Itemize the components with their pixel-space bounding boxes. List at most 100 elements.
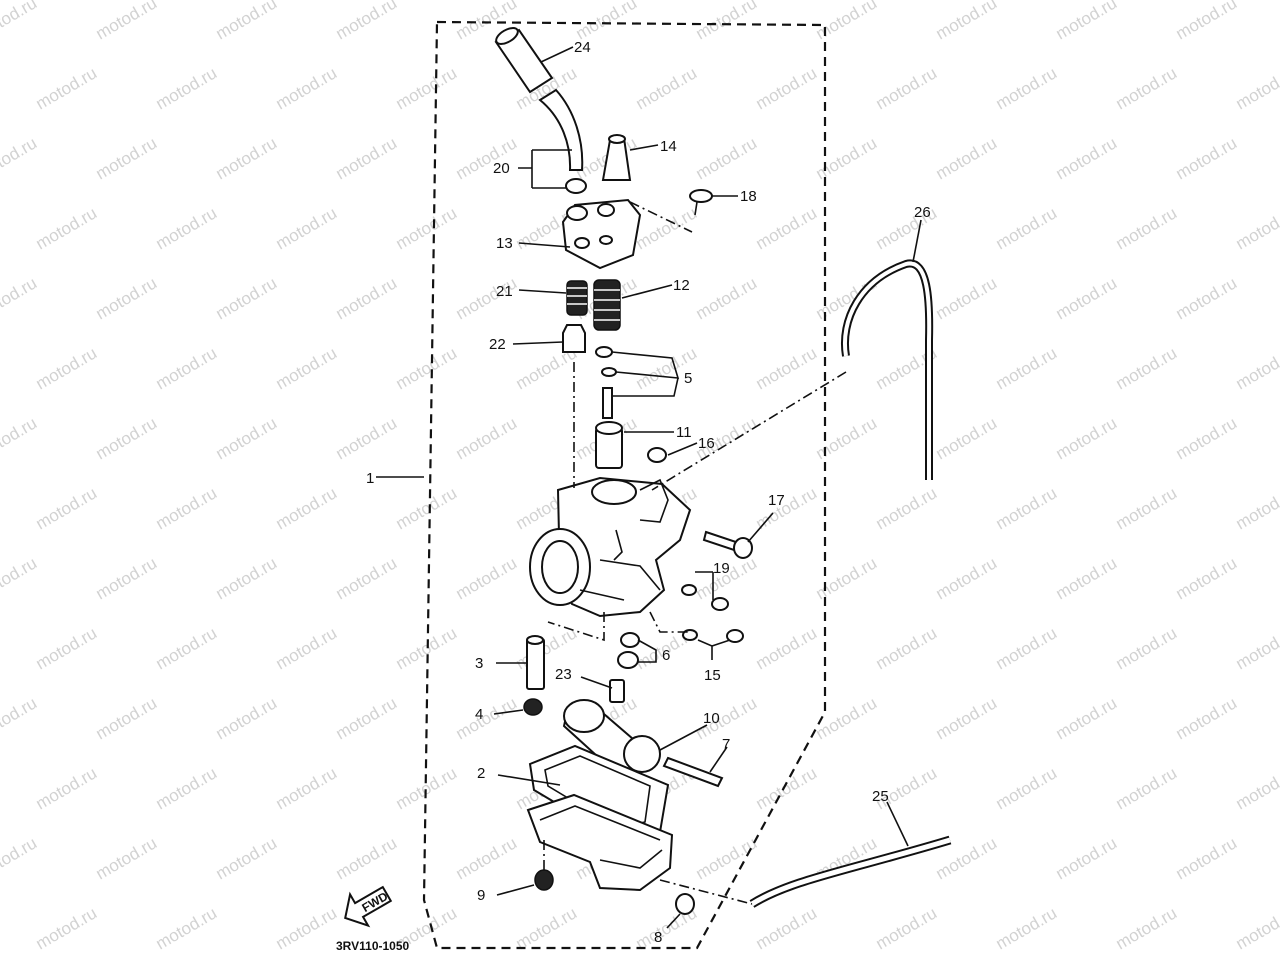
watermark-text: motod.ru xyxy=(213,413,281,463)
watermark-text: motod.ru xyxy=(573,0,641,43)
watermark-text: motod.ru xyxy=(93,833,161,883)
watermark-text: motod.ru xyxy=(993,203,1061,253)
part-12-throttle-spring xyxy=(593,279,621,331)
callout-19: 19 xyxy=(713,560,730,577)
watermark-text: motod.ru xyxy=(933,413,1001,463)
watermark-text: motod.ru xyxy=(993,623,1061,673)
watermark-text: motod.ru xyxy=(453,413,521,463)
watermark-text: motod.ru xyxy=(993,483,1061,533)
watermark-text: motod.ru xyxy=(153,903,221,953)
watermark-text: motod.ru xyxy=(453,833,521,883)
watermark-text: motod.ru xyxy=(93,0,161,43)
watermark-text: motod.ru xyxy=(1233,483,1281,533)
watermark-text: motod.ru xyxy=(273,63,341,113)
watermark-text: motod.ru xyxy=(393,483,461,533)
callout-22: 22 xyxy=(489,336,506,353)
watermark-text: motod.ru xyxy=(153,483,221,533)
watermark-text: motod.ru xyxy=(213,833,281,883)
watermark-text: motod.ru xyxy=(333,833,401,883)
callout-16: 16 xyxy=(698,435,715,452)
watermark-text: motod.ru xyxy=(0,273,40,323)
watermark-text: motod.ru xyxy=(333,693,401,743)
callout-6: 6 xyxy=(662,647,670,664)
callout-18: 18 xyxy=(740,188,757,205)
watermark-text: motod.ru xyxy=(933,273,1001,323)
watermark-text: motod.ru xyxy=(933,0,1001,43)
watermark-text: motod.ru xyxy=(273,623,341,673)
watermark-text: motod.ru xyxy=(1053,693,1121,743)
watermark-text: motod.ru xyxy=(1173,693,1241,743)
watermark-text: motod.ru xyxy=(1173,833,1241,883)
watermark-text: motod.ru xyxy=(873,623,941,673)
part-6-jets xyxy=(617,632,640,669)
watermark-text: motod.ru xyxy=(33,63,101,113)
part-1-carburetor-body xyxy=(529,476,692,618)
diagram-code: 3RV110-1050 xyxy=(336,939,410,953)
callout-4: 4 xyxy=(475,706,483,723)
watermark-text: motod.ru xyxy=(0,693,40,743)
watermark-text: motod.ru xyxy=(273,763,341,813)
callout-14: 14 xyxy=(660,138,677,155)
assembly-boundary xyxy=(422,20,827,950)
watermark-text: motod.ru xyxy=(453,693,521,743)
watermark-text: motod.ru xyxy=(273,483,341,533)
front-arrow: FWD xyxy=(344,885,393,928)
callout-5: 5 xyxy=(684,370,692,387)
part-21-small-spring xyxy=(566,280,588,316)
watermark-text: motod.ru xyxy=(813,553,881,603)
watermark-text: motod.ru xyxy=(1173,0,1241,43)
watermark-text: motod.ru xyxy=(273,343,341,393)
watermark-text: motod.ru xyxy=(333,553,401,603)
watermark-text: motod.ru xyxy=(1053,273,1121,323)
watermark-text: motod.ru xyxy=(633,63,701,113)
watermark-text: motod.ru xyxy=(1173,273,1241,323)
part-3-needle-jet xyxy=(526,635,545,690)
callout-2: 2 xyxy=(477,765,485,782)
watermark-text: motod.ru xyxy=(813,133,881,183)
watermark-text: motod.ru xyxy=(1113,623,1181,673)
watermark-text: motod.ru xyxy=(0,0,40,43)
watermark-text: motod.ru xyxy=(153,343,221,393)
watermark-text: motod.ru xyxy=(993,343,1061,393)
watermark-text: motod.ru xyxy=(933,133,1001,183)
watermark-text: motod.ru xyxy=(1233,203,1281,253)
watermark-text: motod.ru xyxy=(753,763,821,813)
watermark-text: motod.ru xyxy=(1233,903,1281,953)
callout-9: 9 xyxy=(477,887,485,904)
watermark-text: motod.ru xyxy=(273,203,341,253)
watermark-text: motod.ru xyxy=(1173,413,1241,463)
watermark-text: motod.ru xyxy=(1113,63,1181,113)
watermark-text: motod.ru xyxy=(753,903,821,953)
part-2-gasket-inner xyxy=(544,755,651,829)
callout-13: 13 xyxy=(496,235,513,252)
watermark-text: motod.ru xyxy=(993,763,1061,813)
watermark-text: motod.ru xyxy=(93,553,161,603)
watermark-text: motod.ru xyxy=(453,133,521,183)
watermark-text: motod.ru xyxy=(93,413,161,463)
watermark-text: motod.ru xyxy=(753,623,821,673)
part-17-screw xyxy=(702,530,753,559)
watermark-text: motod.ru xyxy=(213,553,281,603)
part-11-throttle-valve xyxy=(595,421,623,469)
watermark-text: motod.ru xyxy=(273,903,341,953)
part-9-drain-screw xyxy=(534,869,554,891)
watermark-text: motod.ru xyxy=(1233,763,1281,813)
watermark-text: motod.ru xyxy=(1113,343,1181,393)
part-16-nut xyxy=(647,447,667,463)
callout-24: 24 xyxy=(574,39,591,56)
watermark-text: motod.ru xyxy=(393,623,461,673)
part-23-main-jet xyxy=(609,679,625,703)
watermark-text: motod.ru xyxy=(1233,63,1281,113)
watermark-text: motod.ru xyxy=(873,483,941,533)
watermark-text: motod.ru xyxy=(333,273,401,323)
part-5-needle-clip xyxy=(595,346,617,419)
callout-12: 12 xyxy=(673,277,690,294)
watermark-text: motod.ru xyxy=(0,413,40,463)
watermark-text: motod.ru xyxy=(753,203,821,253)
part-22-adjuster xyxy=(562,324,586,353)
watermark-text: motod.ru xyxy=(153,203,221,253)
part-7-float-pin xyxy=(662,756,724,788)
watermark-text: motod.ru xyxy=(1053,413,1121,463)
